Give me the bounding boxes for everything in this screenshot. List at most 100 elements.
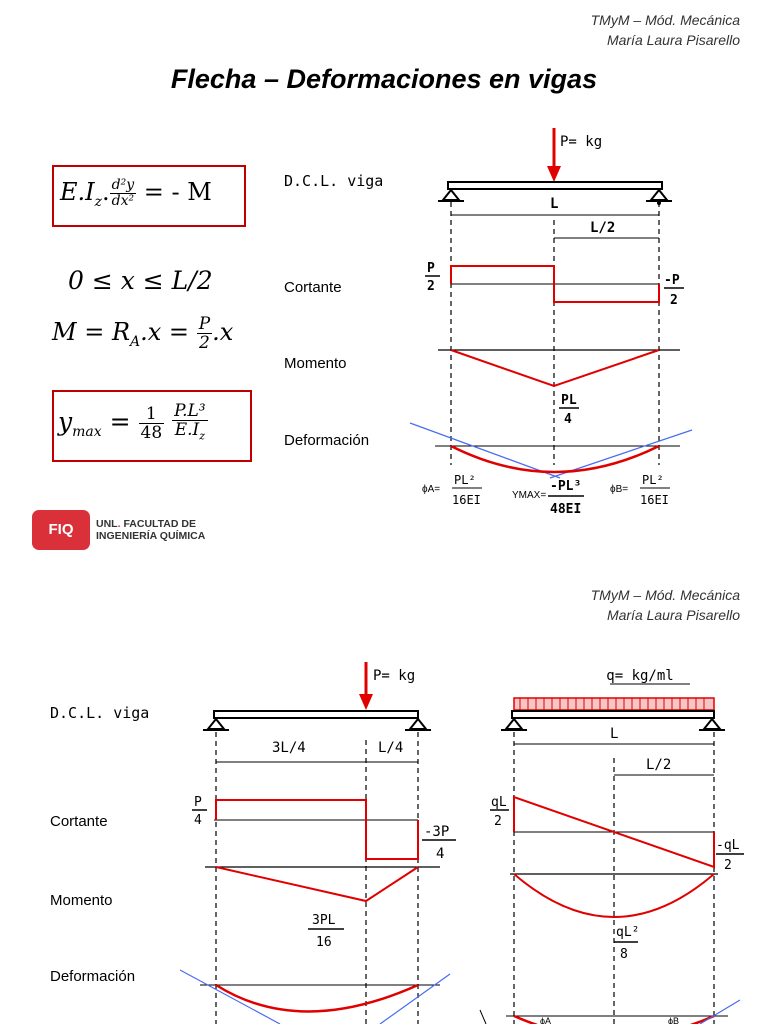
half-span-label-3: L/2 (646, 757, 671, 773)
ymax-num2: P.L³ (172, 401, 208, 421)
phiA-den: 16EI (452, 493, 481, 507)
tangent-left (409, 422, 561, 479)
moment2-den: 16 (316, 935, 332, 950)
row-label-shear-2: Cortante (50, 813, 108, 830)
author-label: María Laura Pisarello (606, 32, 740, 48)
phiA-label-3: ϕA (540, 1016, 551, 1024)
row-label-dcl: D.C.L. viga (284, 172, 383, 190)
span-label-3: L (610, 726, 618, 742)
row-label-moment: Momento (284, 355, 347, 372)
right-support-icon (648, 188, 670, 201)
moment2-num: 3PL (312, 913, 336, 928)
ymax-den2-sub: z (199, 429, 206, 443)
shear-diagram-3 (513, 795, 715, 869)
ymax-sub: max (72, 424, 102, 441)
slide2-header: TMyM – Mód. Mecánica María Laura Pisarel… (591, 585, 740, 625)
moment-den: 2 (199, 333, 210, 353)
row-label-moment-2: Momento (50, 892, 113, 909)
phiA-num: PL² (454, 473, 476, 487)
shear2-left-num: P (194, 795, 202, 810)
moment-tail: .x (212, 318, 234, 346)
logo-line2: INGENIERÍA QUÍMICA (96, 530, 206, 542)
deflection-curve (450, 444, 660, 474)
left-support-icon (440, 188, 462, 201)
moment3-num: qL² (616, 925, 639, 940)
ymax-num1: 1 (138, 405, 165, 425)
row-label-deflection: Deformación (284, 432, 369, 449)
ode-sub: z (94, 193, 103, 210)
phiB-label-3: ϕB (668, 1016, 679, 1024)
segment-left-label: 3L/4 (272, 740, 306, 756)
phiA-label: ϕA= (422, 484, 440, 495)
shear-right-den: 2 (670, 293, 678, 308)
distributed-load-hatch (519, 698, 705, 710)
shear-left-den: 2 (427, 279, 435, 294)
shear3-right-num: -qL (716, 838, 740, 853)
ymax-den2: E.I (174, 420, 200, 440)
range-formula: 0 ≤ x ≤ L/2 (68, 266, 213, 295)
page-title: Flecha – Deformaciones en vigas (170, 64, 598, 94)
load-label: P= kg (560, 134, 602, 150)
ode-rhs: = - M (143, 178, 212, 206)
ymax-den: 48EI (550, 502, 581, 517)
logo-line1: FACULTAD DE (123, 518, 196, 530)
row-label-dcl-2: D.C.L. viga (50, 704, 149, 722)
span-label: L (550, 196, 558, 212)
half-span-label: L/2 (590, 220, 615, 236)
beam (447, 181, 663, 190)
shear3-left-num: qL (491, 795, 507, 810)
beam-diagram-center-load: D.C.L. viga Cortante Momento Deformación… (284, 128, 693, 517)
ode-lhs: E.I (60, 178, 95, 206)
row-label-deflection-2: Deformación (50, 968, 135, 985)
shear2-left-den: 4 (194, 813, 202, 828)
moment-diagram-3 (513, 873, 715, 918)
author-label-2: María Laura Pisarello (606, 607, 740, 623)
diagram-offset-load: P= kg 3L/4 L/4 P 4 -3P 4 3PL 16 (179, 662, 456, 1024)
shear3-left-den: 2 (494, 814, 502, 829)
diagram-distributed-load: q= kg/ml L L/2 qL 2 -qL 2 (479, 668, 744, 1024)
fiq-logo-badge: FIQ (32, 510, 90, 550)
moment-sub: A (130, 333, 141, 350)
ode-den: dx² (111, 193, 135, 209)
beam-3 (511, 710, 715, 719)
faculty-logo-text: UNL. FACULTAD DE INGENIERÍA QUÍMICA (96, 518, 206, 542)
row-label-shear: Cortante (284, 279, 342, 296)
moment-num: PL (561, 393, 577, 408)
moment-lhs: M = R (52, 318, 131, 346)
left-support-icon-3 (503, 717, 525, 730)
segment-right-label: L/4 (378, 740, 403, 756)
shear-right-num: -P (664, 273, 680, 288)
moment-num: P (196, 314, 213, 334)
phiB-label: ϕB= (610, 484, 628, 495)
beam-diagrams-bottom: D.C.L. viga Cortante Momento Deformación… (50, 662, 744, 1024)
ode-num: d²y (109, 177, 137, 194)
ymax-formula-box (52, 390, 252, 462)
load-label-2: P= kg (373, 668, 415, 684)
moment-diagram-2 (215, 866, 419, 903)
course-label-2: TMyM – Mód. Mecánica (590, 587, 740, 603)
phiB-den: 16EI (640, 493, 669, 507)
load-arrow-head (547, 166, 561, 182)
shear-left-num: P (427, 261, 435, 276)
slide1-header: TMyM – Mód. Mecánica María Laura Pisarel… (591, 10, 740, 50)
moment3-den: 8 (620, 947, 628, 962)
shear2-right-den: 4 (436, 846, 444, 862)
moment-diagram (450, 349, 660, 388)
shear3-right-den: 2 (724, 858, 732, 873)
shear2-right-num: -3P (424, 824, 449, 840)
ymax-eq: = (109, 407, 131, 437)
ymax-lhs: y (58, 407, 73, 437)
moment-den: 4 (564, 412, 572, 427)
beam-2 (213, 710, 419, 719)
right-support-icon-3 (701, 717, 723, 730)
ymax-den1: 48 (140, 423, 163, 444)
ode-formula-box (52, 165, 246, 227)
course-label: TMyM – Mód. Mecánica (590, 12, 740, 28)
